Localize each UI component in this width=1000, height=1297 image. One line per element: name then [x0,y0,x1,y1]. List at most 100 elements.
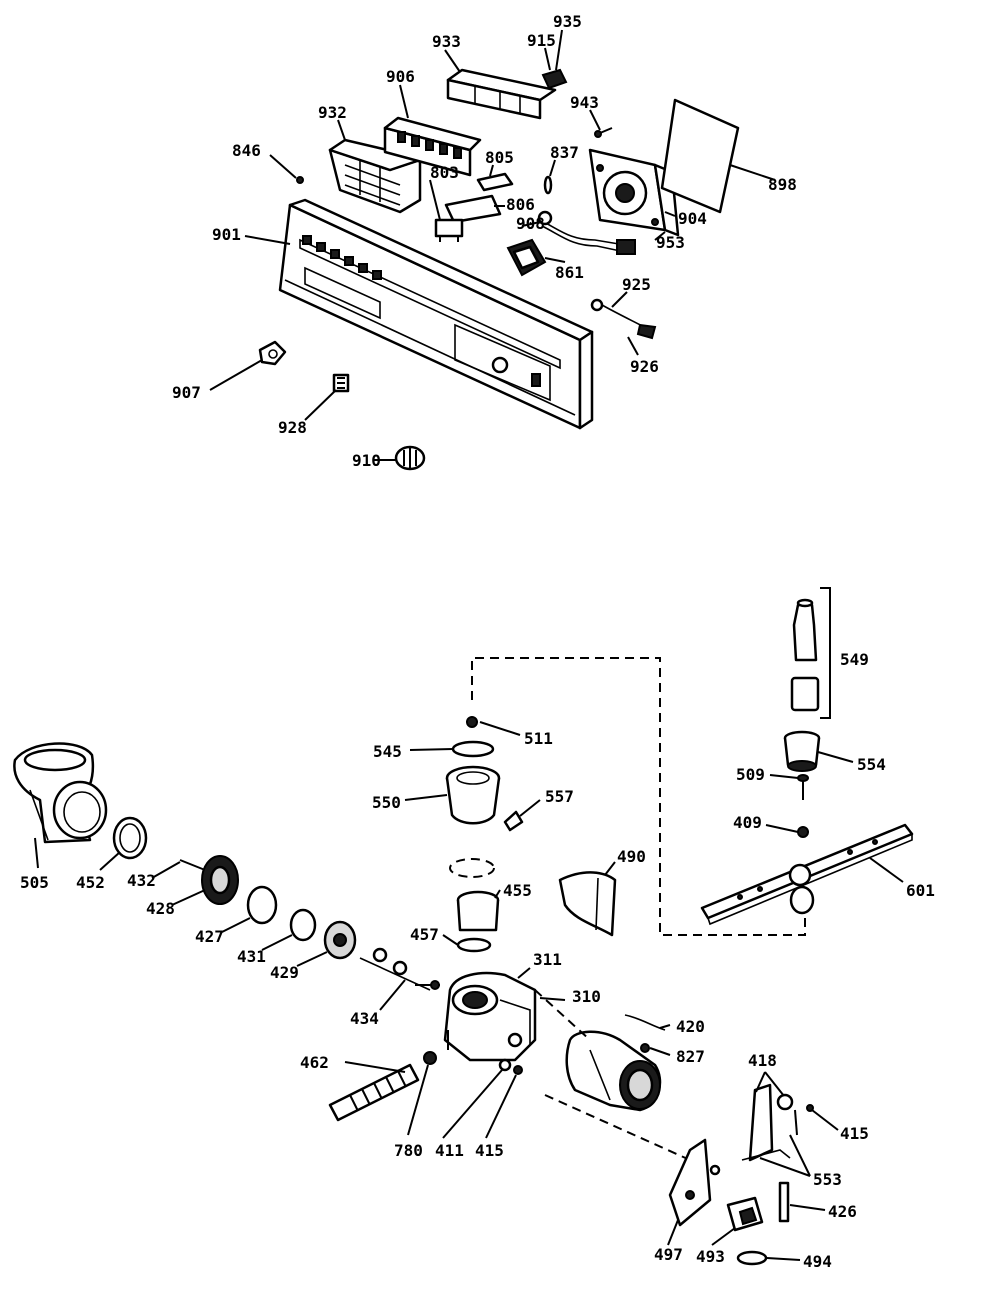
switch-861 [506,238,547,277]
callout-434: 434 [350,1009,379,1028]
callout-805: 805 [485,148,514,167]
pump-assembly: 549 511 545 554 509 550 557 409 490 601 … [13,587,935,1271]
impeller-429 [323,920,357,960]
callout-925: 925 [622,275,651,294]
ring-457 [456,937,492,953]
part-493 [726,1196,764,1232]
callout-846: 846 [232,141,261,160]
deflector-490 [558,871,617,937]
callout-803: 803 [430,163,459,182]
ring-427 [246,885,278,925]
seal-455 [456,890,500,932]
callout-432: 432 [127,871,156,890]
callout-509: 509 [736,765,765,784]
callout-553: 553 [813,1170,842,1189]
callout-908: 908 [516,214,545,233]
callout-806: 806 [506,195,535,214]
clip-837 [543,175,553,195]
spray-arm-601 [700,823,914,926]
callout-953: 953 [656,233,685,252]
part-411 [498,1058,512,1072]
callout-943: 943 [570,93,599,112]
callout-426: 426 [828,1202,857,1221]
clip-805 [476,172,514,192]
callout-457: 457 [410,925,439,944]
callout-427: 427 [195,927,224,946]
callout-557: 557 [545,787,574,806]
callout-455: 455 [503,881,532,900]
ball-409 [797,826,809,838]
clip-827 [640,1043,650,1053]
nut-554 [783,730,821,772]
callout-420: 420 [676,1017,705,1036]
callout-494: 494 [803,1252,832,1271]
callout-431: 431 [237,947,266,966]
callout-497: 497 [654,1245,683,1264]
callout-932: 932 [318,103,347,122]
callout-915: 915 [527,31,556,50]
callout-928: 928 [278,418,307,437]
callout-415-upper: 415 [840,1124,869,1143]
sump-505 [13,742,108,844]
control-panel-assembly: 933 915 935 906 943 932 805 837 846 803 … [172,12,797,471]
callout-861: 861 [555,263,584,282]
ball-511 [466,716,478,728]
knob-907 [258,340,287,366]
pump-body-311 [443,971,537,1062]
bracket-497 [668,1138,721,1227]
knob-910 [394,445,426,471]
callout-935: 935 [553,12,582,31]
callout-933: 933 [432,32,461,51]
part-415-lower [513,1065,523,1075]
callout-780: 780 [394,1141,423,1160]
cup-550 [445,765,501,825]
callout-910: 910 [352,451,381,470]
screw-509 [797,774,809,800]
callout-511: 511 [524,729,553,748]
pin-426 [778,1181,790,1223]
clamp-452 [112,816,148,860]
clip-928 [332,373,350,393]
callout-549: 549 [840,650,869,669]
screw-846 [296,176,304,184]
clip-557 [503,810,524,832]
callout-505: 505 [20,873,49,892]
callout-418: 418 [748,1051,777,1070]
callout-827: 827 [676,1047,705,1066]
diagram-sheet-898 [660,98,740,214]
callout-452: 452 [76,873,105,892]
callout-898: 898 [768,175,797,194]
callout-904: 904 [678,209,707,228]
callout-554: 554 [857,755,886,774]
keypad-906 [383,116,482,177]
part-415-upper [806,1104,814,1112]
callout-907: 907 [172,383,201,402]
tube-assembly-549 [790,587,831,719]
callout-545: 545 [373,742,402,761]
callout-409: 409 [733,813,762,832]
front-panel-901 [278,198,594,430]
callout-462: 462 [300,1053,329,1072]
callout-415-lower: 415 [475,1141,504,1160]
part-494 [736,1250,768,1266]
motor-310 [565,1030,662,1112]
shaft-kit-434 [359,947,440,991]
callout-411: 411 [435,1141,464,1160]
callout-311: 311 [533,950,562,969]
callout-428: 428 [146,899,175,918]
callout-926: 926 [630,357,659,376]
callout-493: 493 [696,1247,725,1266]
impeller-428 [201,855,239,905]
ring-545 [451,740,495,758]
callout-901: 901 [212,225,241,244]
part-780 [423,1051,437,1065]
wire-harness-908 [537,210,636,255]
clip-915 [541,68,568,90]
ring-431 [289,908,317,942]
callout-906-keypad: 906 [386,67,415,86]
drain-hose-462 [328,1063,420,1122]
callout-550: 550 [372,793,401,812]
wire-925 [590,298,657,340]
bracket-933 [446,68,557,120]
